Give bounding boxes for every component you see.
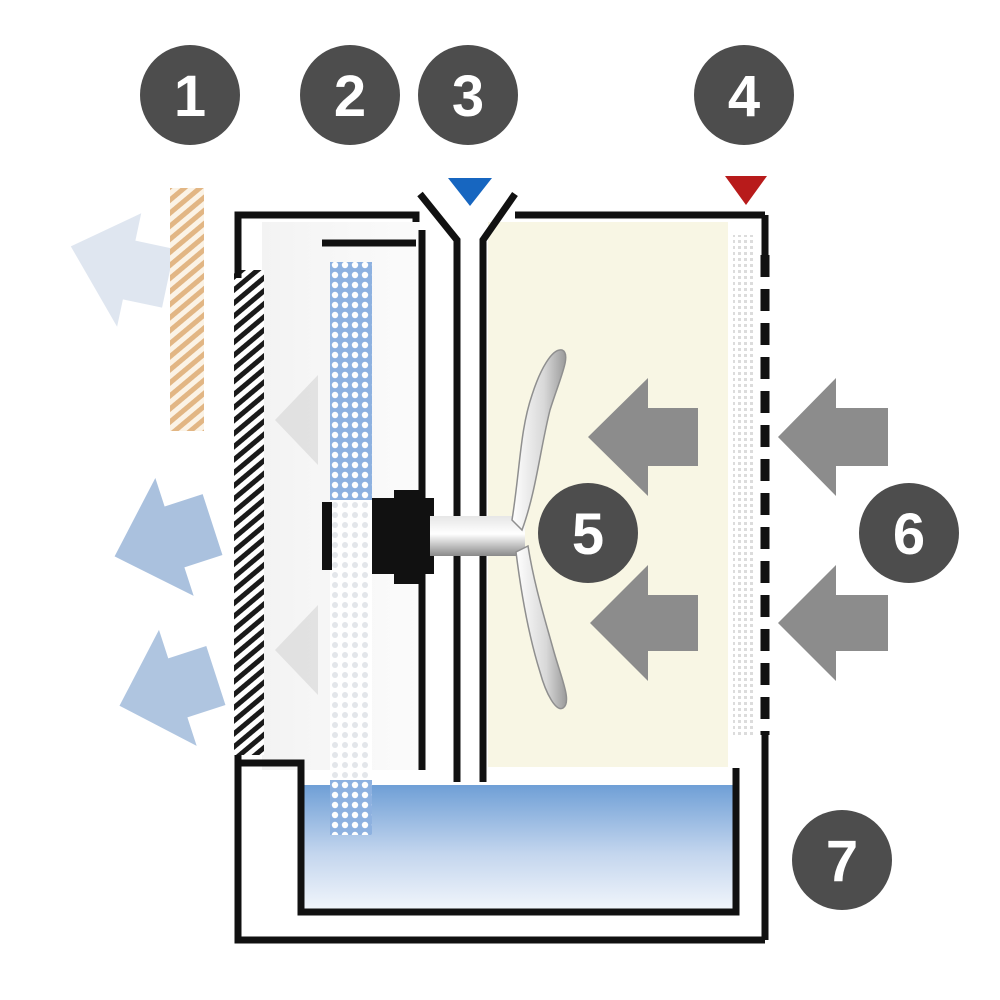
badge-2-label: 2 xyxy=(334,64,366,129)
fan-blade-upper xyxy=(511,349,567,532)
fan-blade-lower xyxy=(515,544,568,710)
badge-1-circle xyxy=(140,45,240,145)
reservoir-outer xyxy=(234,755,765,944)
intake-mesh xyxy=(733,235,755,735)
fan-assembly xyxy=(322,349,568,710)
motor-plate xyxy=(322,502,332,570)
badge-5-label: 5 xyxy=(572,502,604,567)
pipe-left-wall xyxy=(417,191,461,782)
outflow-arrow-top xyxy=(70,213,175,327)
cool-inlet-marker-icon xyxy=(448,178,492,206)
badge-3-label: 3 xyxy=(452,64,484,129)
badge-3: 3 xyxy=(418,45,518,145)
badge-2: 2 xyxy=(300,45,400,145)
badge-6: 6 xyxy=(859,483,959,583)
badge-6-label: 6 xyxy=(893,502,925,567)
badge-4: 4 xyxy=(694,45,794,145)
motor-mount xyxy=(394,490,422,584)
filter-pad xyxy=(170,188,204,431)
internal-arrow-top xyxy=(275,375,318,465)
outflow-arrows xyxy=(70,213,226,746)
fan-shaft xyxy=(430,516,525,556)
wetted-media-lower xyxy=(330,500,372,780)
reservoir-inner xyxy=(238,759,740,916)
housing-outline xyxy=(234,211,769,944)
badge-2-circle xyxy=(300,45,400,145)
badge-7-label: 7 xyxy=(826,829,858,894)
pipe-right-wall xyxy=(479,192,518,782)
outlet-grille xyxy=(234,270,264,755)
badge-4-circle xyxy=(694,45,794,145)
badge-7-circle xyxy=(792,810,892,910)
badge-5: 5 xyxy=(538,483,638,583)
badge-5-circle xyxy=(538,483,638,583)
inflow-arrow-chamber-top xyxy=(588,378,698,496)
badge-1: 1 xyxy=(140,45,240,145)
inflow-arrows xyxy=(588,378,888,681)
wetted-media-wet xyxy=(330,780,372,835)
badge-4-label: 4 xyxy=(728,64,760,129)
housing-top-left xyxy=(234,211,420,278)
water-supply-pipe xyxy=(417,191,518,782)
inflow-arrow-outside-top xyxy=(778,378,888,496)
inflow-arrow-outside-bottom xyxy=(778,565,888,681)
warm-inlet-marker-icon xyxy=(725,176,767,205)
internal-airflow-arrows xyxy=(275,375,318,695)
outflow-arrow-middle xyxy=(114,477,223,596)
outflow-arrow-bottom xyxy=(119,629,226,746)
badge-1-label: 1 xyxy=(174,64,206,129)
badge-7: 7 xyxy=(792,810,892,910)
badge-6-circle xyxy=(859,483,959,583)
internal-arrow-bottom xyxy=(275,605,318,695)
water-reservoir xyxy=(301,785,738,911)
badge-3-circle xyxy=(418,45,518,145)
wetted-media-upper xyxy=(330,262,372,500)
inflow-arrow-chamber-bottom xyxy=(590,565,698,681)
